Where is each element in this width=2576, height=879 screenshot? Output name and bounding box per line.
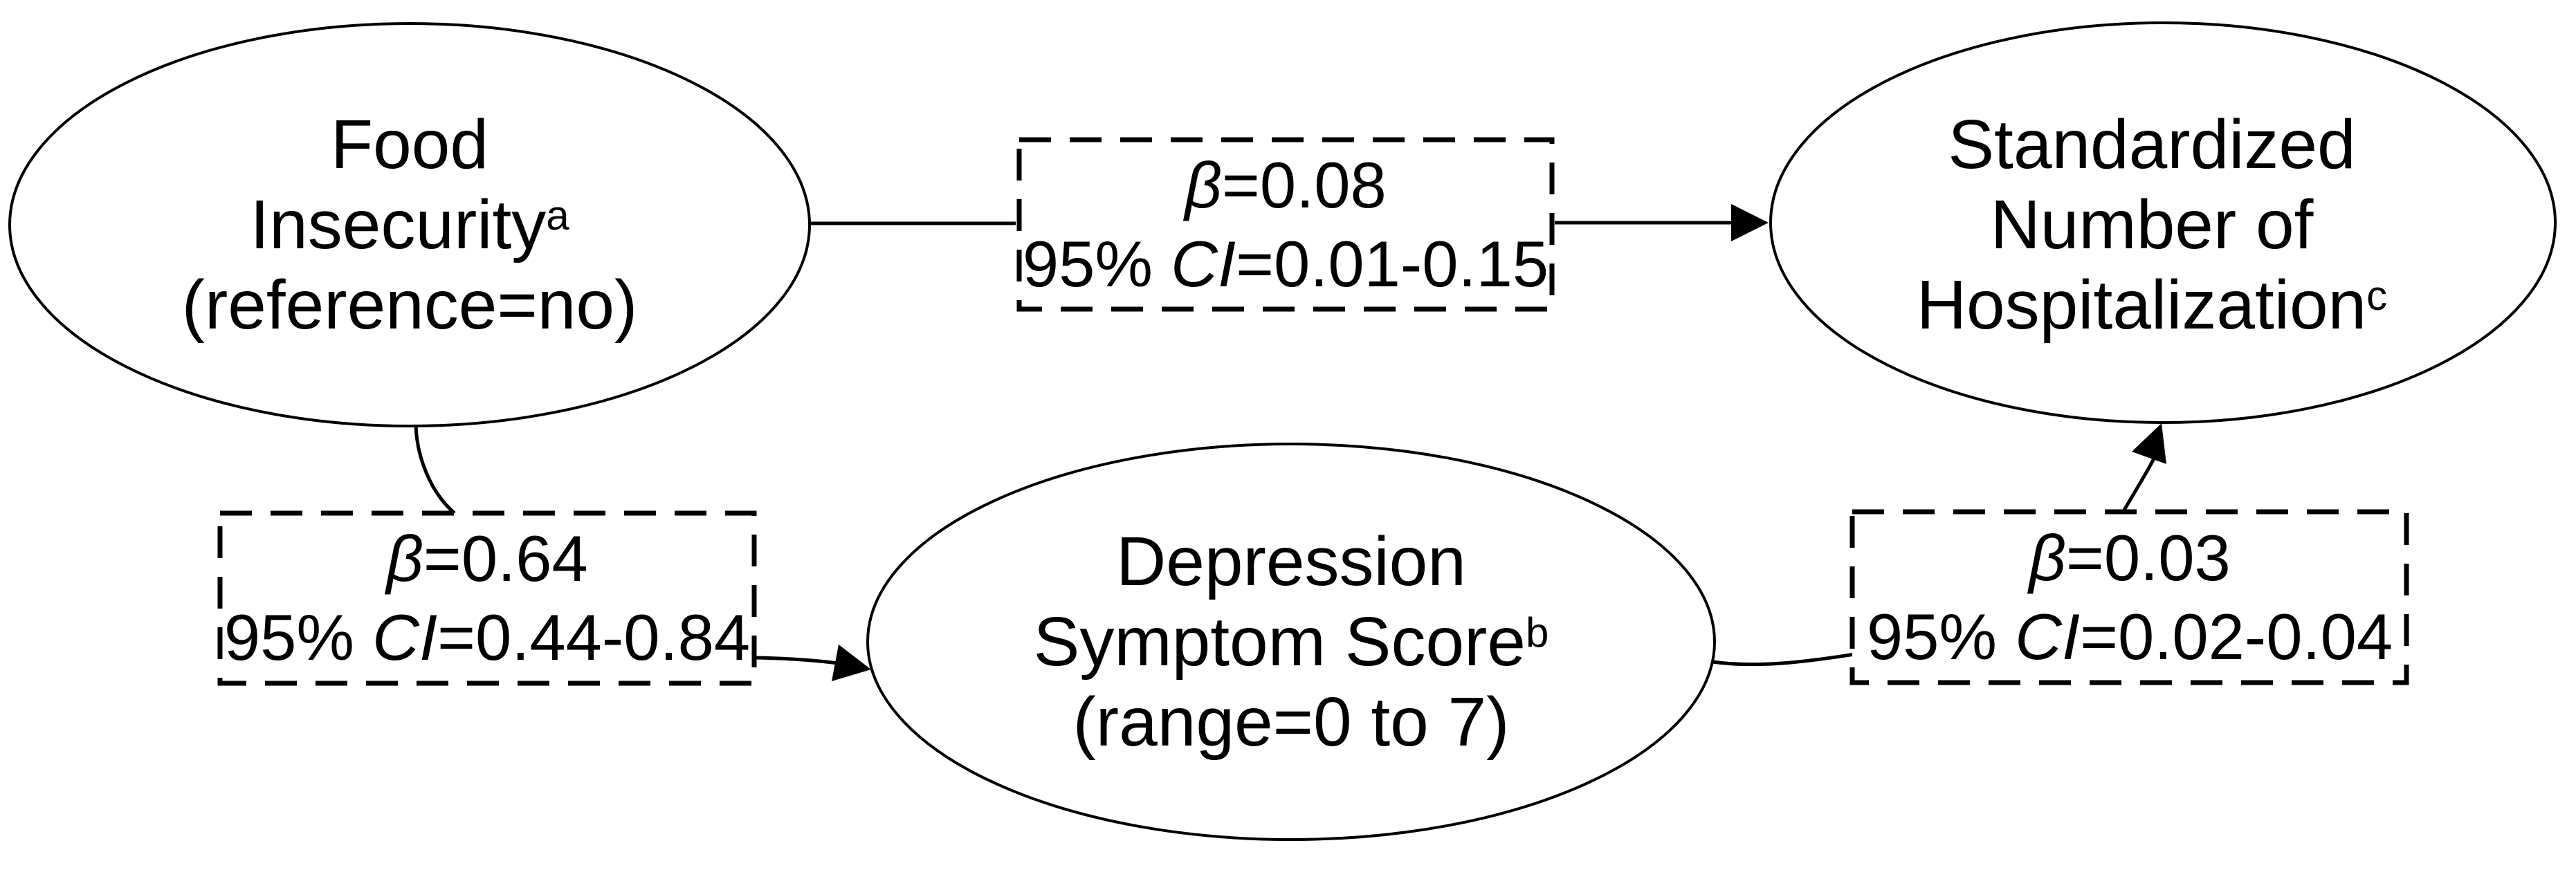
arrowhead-into-outcome-icon	[1731, 204, 1769, 241]
arrowhead-into-mediator-icon	[832, 645, 871, 681]
mediator-line-1: Depression	[1116, 523, 1466, 600]
outcome-line-2: Number of	[1990, 186, 2314, 263]
mediator-line-3: (range=0 to 7)	[1072, 683, 1510, 761]
direct-effect-box	[1016, 137, 1555, 312]
exposure-label: Food Insecuritya (reference=no)	[182, 104, 638, 345]
outcome-line-1: Standardized	[1948, 106, 2356, 183]
exposure-mediator-ci: 95% CI=0.44-0.84	[223, 601, 751, 674]
outcome-ellipse	[1769, 21, 2557, 424]
exposure-line-3: (reference=no)	[181, 266, 638, 344]
exposure-ellipse	[8, 22, 811, 427]
edge-mediator-to-b-box	[1712, 652, 1855, 667]
direct-effect-ci: 95% CI=0.01-0.15	[1022, 228, 1549, 300]
mediator-outcome-ci: 95% CI=0.02-0.04	[1866, 600, 2393, 673]
mediator-outcome-beta: β=0.03	[2029, 521, 2231, 594]
beta-symbol: β	[1185, 149, 1222, 221]
mediator-ellipse	[866, 443, 1716, 841]
ci-symbol: CI	[2015, 600, 2081, 673]
mediator-footnote-marker: b	[1525, 609, 1549, 656]
mediator-outcome-stats: β=0.03 95% CI=0.02-0.04	[1867, 519, 2393, 676]
beta-symbol: β	[386, 522, 423, 595]
mediator-outcome-box	[1849, 509, 2409, 685]
outcome-line-3: Hospitalizationc	[1916, 266, 2388, 344]
exposure-line-2: Insecuritya	[250, 186, 569, 263]
exposure-mediator-stats: β=0.64 95% CI=0.44-0.84	[224, 519, 750, 677]
exposure-footnote-marker: a	[546, 192, 569, 239]
outcome-footnote-marker: c	[2366, 272, 2388, 319]
mediator-label: Depression Symptom Scoreb (range=0 to 7)	[1034, 521, 1549, 762]
direct-effect-beta: β=0.08	[1185, 149, 1387, 221]
direct-effect-stats: β=0.08 95% CI=0.01-0.15	[1023, 146, 1549, 304]
arrowhead-into-outcome-bottom-icon	[2132, 423, 2166, 464]
edge-exposure-to-a-box	[414, 424, 456, 515]
ci-symbol: CI	[372, 601, 438, 674]
exposure-line-1: Food	[331, 106, 488, 183]
exposure-mediator-beta: β=0.64	[386, 522, 588, 595]
exposure-mediator-box	[217, 510, 757, 686]
ci-symbol: CI	[1171, 228, 1236, 300]
beta-symbol: β	[2029, 521, 2066, 594]
mediator-line-2: Symptom Scoreb	[1033, 603, 1549, 681]
outcome-label: Standardized Number of Hospitalizationc	[1917, 104, 2387, 345]
